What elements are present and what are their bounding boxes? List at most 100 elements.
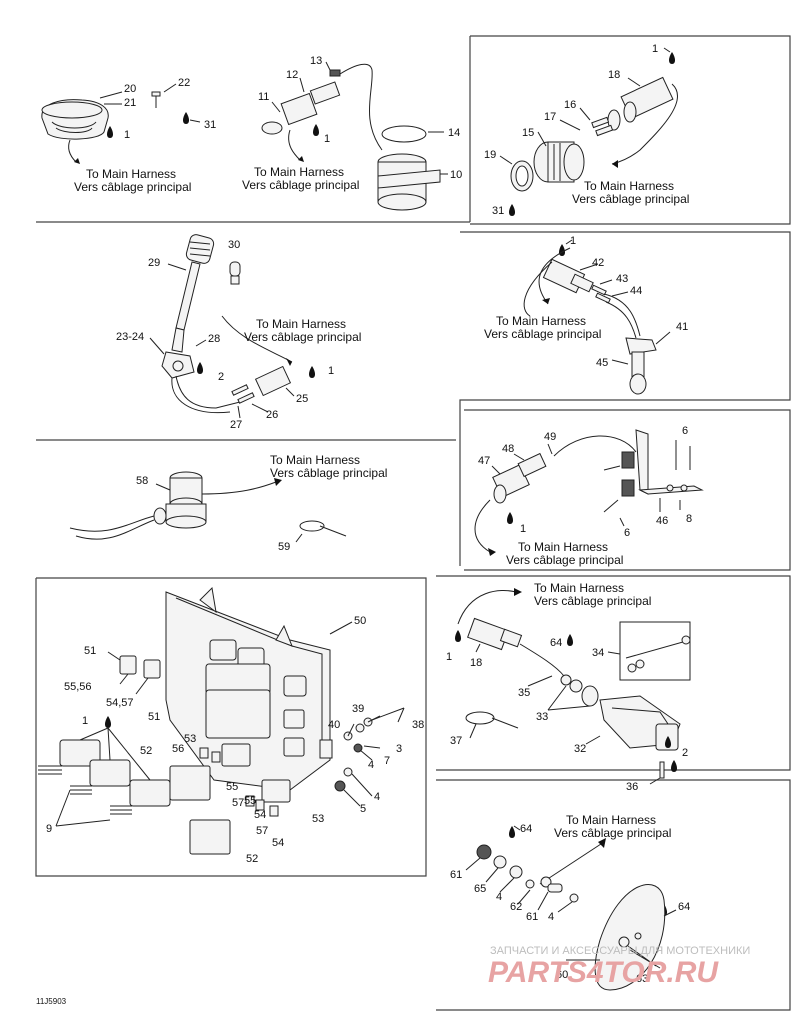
vers-cablage-label: Vers câblage principal	[270, 466, 387, 480]
terminals	[591, 116, 614, 137]
hardware	[319, 707, 405, 792]
screw	[151, 91, 161, 108]
callout-48: 48	[502, 443, 514, 455]
tab-plate	[594, 884, 666, 991]
callout-58: 58	[136, 475, 148, 487]
callout-53: 53	[184, 733, 196, 745]
clamp	[299, 520, 347, 537]
clamp	[465, 711, 519, 729]
callout-44: 44	[630, 285, 642, 297]
panel-8: 50 51 55,56 54,57 51 1 52 56 53 55 39 40…	[38, 586, 424, 865]
callout-30: 30	[228, 239, 240, 251]
callout-51: 51	[148, 711, 160, 723]
bolt	[618, 936, 661, 969]
to-main-harness-label: To Main Harness	[518, 540, 608, 554]
relay-boxes	[169, 765, 231, 855]
to-main-harness-label: To Main Harness	[584, 179, 674, 193]
callout-12: 12	[286, 69, 298, 81]
connector	[542, 258, 594, 294]
callout-57: 57	[256, 825, 268, 837]
callout-18: 18	[470, 657, 482, 669]
callout-3: 3	[396, 743, 402, 755]
ring-nut	[510, 160, 534, 192]
callout-1: 1	[652, 43, 658, 55]
drawing-code: 11J5903	[36, 997, 67, 1006]
callout-55: 55	[244, 795, 256, 807]
actuator-body	[581, 685, 681, 751]
callout-23-24: 23-24	[116, 331, 144, 343]
callout-61: 61	[526, 911, 538, 923]
callout-5: 5	[360, 803, 366, 815]
to-main-harness-label: To Main Harness	[566, 813, 656, 827]
connectors-left	[38, 739, 171, 815]
relay-can	[377, 153, 441, 211]
callout-57: 57	[232, 797, 244, 809]
cover-part	[41, 99, 109, 140]
to-main-harness-label: To Main Harness	[496, 314, 586, 328]
callout-26: 26	[266, 409, 278, 421]
callout-42: 42	[592, 257, 604, 269]
callout-19: 19	[484, 149, 496, 161]
callout-35: 35	[518, 687, 530, 699]
callout-53: 53	[312, 813, 324, 825]
callout-4: 4	[374, 791, 380, 803]
vers-cablage-label: Vers câblage principal	[484, 327, 601, 341]
float-switch	[625, 337, 657, 395]
callout-61: 61	[450, 869, 462, 881]
connector-housing	[261, 69, 341, 135]
callout-50: 50	[354, 615, 366, 627]
vers-cablage-label: Vers câblage principal	[74, 180, 191, 194]
callout-55: 55	[226, 781, 238, 793]
callout-4: 4	[496, 891, 502, 903]
socket	[533, 141, 585, 183]
callout-64: 64	[550, 637, 562, 649]
callout-39: 39	[352, 703, 364, 715]
callout-22: 22	[178, 77, 190, 89]
callout-54: 54	[254, 809, 266, 821]
vers-cablage-label: Vers câblage principal	[506, 553, 623, 567]
callout-1: 1	[124, 129, 130, 141]
connector	[607, 76, 674, 131]
to-main-harness-label: To Main Harness	[256, 317, 346, 331]
callout-17: 17	[544, 111, 556, 123]
callout-40: 40	[328, 719, 340, 731]
callout-9: 9	[46, 823, 52, 835]
callout-14: 14	[448, 127, 460, 139]
panel-1: 20 21 22 31 1 To Main Harness Vers câbla…	[41, 77, 216, 194]
watermark-tagline: ЗАПЧАСТИ И АКСЕССУАРЫ ДЛЯ МОТОТЕХНИКИ	[490, 945, 750, 957]
callout-34: 34	[592, 647, 604, 659]
callout-59: 59	[278, 541, 290, 553]
callout-37: 37	[450, 735, 462, 747]
to-main-harness-label: To Main Harness	[86, 167, 176, 181]
callout-31: 31	[204, 119, 216, 131]
panel-6: 58 59 To Main Harness Vers câblage princ…	[69, 453, 387, 553]
panel-9: 64 34 1 18 35 33 37 32 2 36 To Main Harn…	[446, 581, 691, 793]
callout-33: 33	[536, 711, 548, 723]
callout-1: 1	[520, 523, 526, 535]
to-main-harness-label: To Main Harness	[534, 581, 624, 595]
callout-1: 1	[328, 365, 334, 377]
callout-29: 29	[148, 257, 160, 269]
callout-64: 64	[678, 901, 690, 913]
connector	[467, 617, 523, 651]
sender-rod	[171, 234, 215, 353]
panel-7: 49 48 47 6 1 46 8 6 To Main Harness Vers…	[474, 425, 704, 567]
callout-63: 63	[636, 973, 648, 985]
bulb	[229, 261, 241, 285]
callout-20: 20	[124, 83, 136, 95]
callout-4: 4	[548, 911, 554, 923]
vers-cablage-label: Vers câblage principal	[534, 594, 651, 608]
pump	[153, 471, 207, 529]
callout-4: 4	[368, 759, 374, 771]
callout-2: 2	[682, 747, 688, 759]
callout-55-56: 55,56	[64, 681, 92, 693]
pivot-rod	[619, 621, 691, 681]
connector	[254, 365, 292, 397]
fuses	[199, 743, 291, 817]
panel-3: 1 18 16 17 15 19 31 To Main Harness Vers…	[484, 43, 689, 217]
callout-54: 54	[272, 837, 284, 849]
callout-1: 1	[570, 235, 576, 247]
callout-25: 25	[296, 393, 308, 405]
connector	[492, 452, 547, 504]
callout-36: 36	[626, 781, 638, 793]
